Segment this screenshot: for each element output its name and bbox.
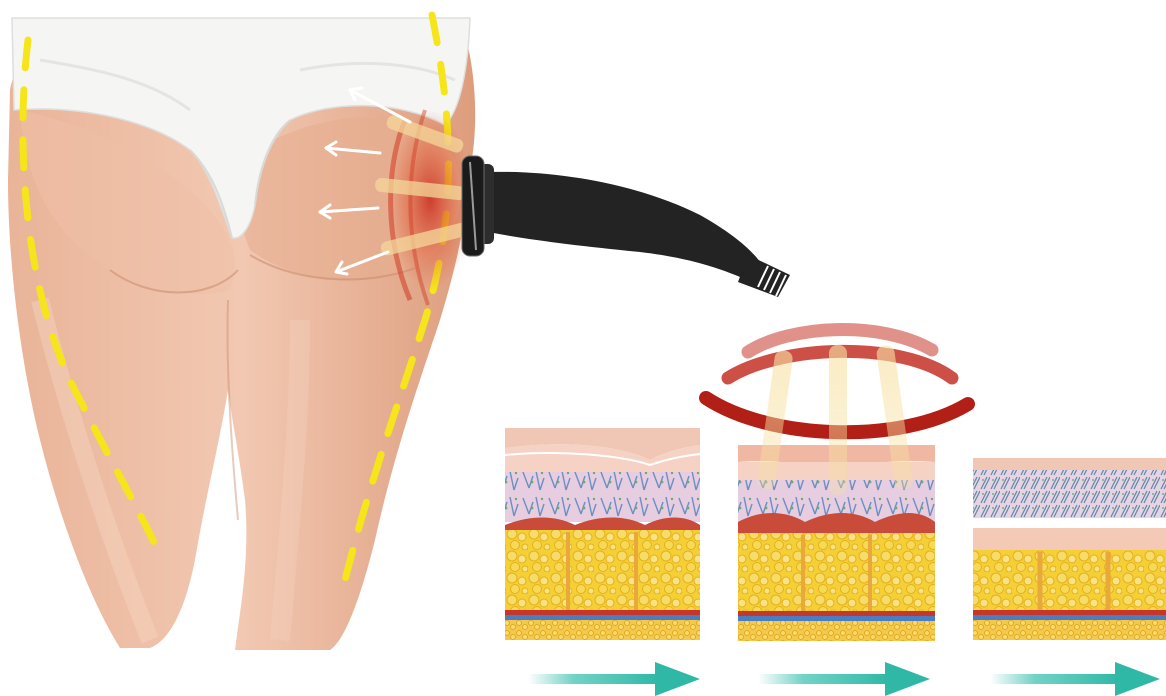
body-figure bbox=[8, 15, 475, 650]
skin-stage-before bbox=[505, 428, 700, 640]
cable-connector bbox=[738, 255, 790, 297]
progress-arrow-3 bbox=[990, 662, 1160, 696]
handpiece bbox=[462, 156, 790, 297]
handpiece-body bbox=[488, 172, 760, 282]
progress-arrow-2 bbox=[758, 662, 930, 696]
progress-arrows bbox=[528, 662, 1160, 696]
skin-stage-during bbox=[738, 344, 935, 641]
progress-arrow-1 bbox=[528, 662, 700, 696]
skin-stage-after bbox=[973, 458, 1166, 640]
